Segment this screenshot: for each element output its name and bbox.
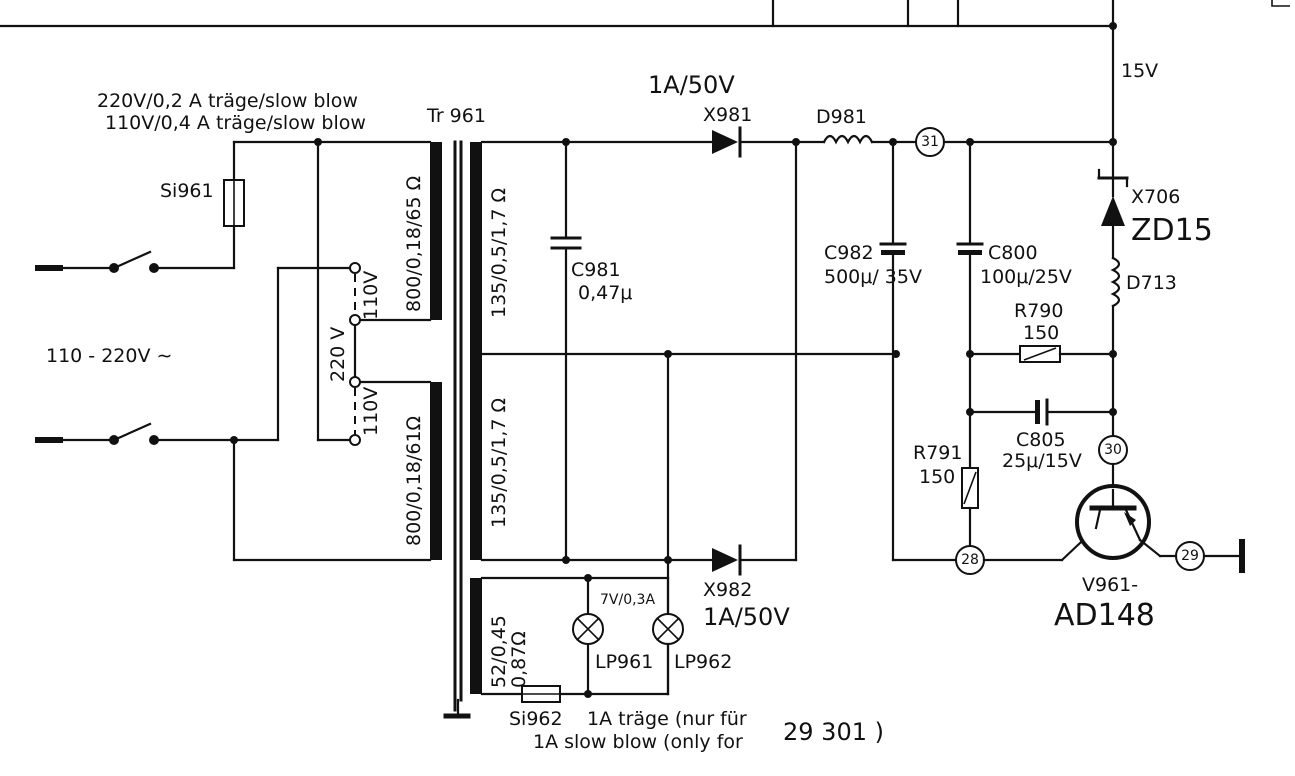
lamp-circuit: [480, 574, 670, 703]
primary-bottom-winding-label: 800/0,18/61Ω: [403, 416, 425, 546]
capacitor-c982: [879, 140, 958, 562]
zener-ref: X706: [1131, 186, 1180, 208]
fuse-si961-ref: Si961: [160, 180, 214, 202]
node-28-label: 28: [961, 552, 979, 568]
aux-winding-label-2: 0,87Ω: [508, 631, 530, 688]
fuse-si961-rating-220: 220V/0,2 A träge/slow blow: [97, 90, 358, 112]
mains-input-label: 110 - 220V ∼: [46, 345, 172, 367]
capacitor-c805-value: 25μ/15V: [1002, 450, 1082, 472]
fuse-si962-ref: Si962: [509, 708, 563, 730]
secondary-wiring: [480, 138, 900, 696]
diode-x982-rating: 1A/50V: [703, 603, 790, 631]
inductor-d981-ref: D981: [816, 106, 867, 128]
resistor-r791-ref: R791: [913, 442, 962, 464]
diode-x981-ref: X981: [703, 104, 752, 126]
capacitor-c981-value: 0,47μ: [578, 282, 632, 304]
primary-wiring: [232, 140, 432, 562]
fuse-si962-rating-1: 1A träge (nur für: [587, 708, 747, 730]
selector-110-bottom: 110V: [360, 387, 382, 436]
top-bus: [0, 0, 1290, 144]
mains-switch-bottom: [35, 422, 280, 445]
secondary-top-winding-label: 135/0,5/1,7 Ω: [488, 188, 510, 318]
diode-x982: [712, 544, 798, 576]
capacitor-c805-ref: C805: [1016, 429, 1066, 451]
selector-220: 220 V: [327, 327, 349, 382]
aux-winding-label-1: 52/0,45: [488, 615, 510, 688]
node-29-label: 29: [1181, 548, 1199, 564]
node-28: 28: [955, 526, 1098, 575]
capacitor-c982-ref: C982: [824, 242, 874, 264]
zener-x706: [1097, 140, 1129, 260]
resistor-r790-value: 150: [1023, 322, 1059, 344]
node-31-label: 31: [921, 134, 939, 150]
selector-110-top: 110V: [360, 271, 382, 320]
node-30-label: 30: [1104, 442, 1122, 458]
transistor-type: AD148: [1054, 598, 1155, 633]
inductor-d713: [1110, 256, 1121, 438]
fuse-si962-model: 29 301 ): [783, 718, 884, 746]
fuse-si961-rating-110: 110V/0,4 A träge/slow blow: [105, 112, 366, 134]
lamp-lp962: [652, 613, 684, 696]
resistor-r791-value: 150: [919, 466, 955, 488]
primary-top-winding-label: 800/0,18/65 Ω: [403, 176, 425, 312]
secondary-bottom-winding-label: 135/0,5/1,7 Ω: [488, 398, 510, 528]
fuse-si962-rating-2: 1A slow blow (only for: [533, 731, 743, 753]
inductor-d981: [822, 134, 918, 146]
resistor-r790: [968, 345, 1117, 363]
zener-type: ZD15: [1131, 213, 1213, 248]
diode-x982-ref: X982: [703, 579, 752, 601]
transformer-tr961: [430, 140, 482, 719]
transistor-ref: V961-: [1082, 574, 1138, 596]
node-29: 29: [1158, 539, 1245, 573]
capacitor-c982-value: 500μ/ 35V: [824, 266, 922, 288]
diode-x981: [712, 126, 826, 562]
rail-voltage-label: 15V: [1121, 60, 1158, 82]
diode-x981-rating: 1A/50V: [648, 71, 735, 99]
lamp-lp961-ref: LP961: [595, 651, 653, 673]
transformer-ref: Tr 961: [426, 105, 486, 127]
resistor-r790-ref: R790: [1014, 300, 1063, 322]
node-31: 31: [915, 127, 1117, 157]
capacitor-c981-ref: C981: [571, 259, 621, 281]
node-30: 30: [1098, 435, 1128, 492]
fuse-si961: [223, 138, 432, 270]
capacitor-c805: [968, 398, 1117, 426]
capacitor-c800: [956, 140, 984, 470]
lamp-lp961: [572, 613, 604, 645]
lamp-rating: 7V/0,3A: [600, 592, 655, 608]
lamp-lp962-ref: LP962: [674, 651, 732, 673]
transistor-v961: [1075, 484, 1162, 560]
capacitor-c800-value: 100μ/25V: [980, 266, 1072, 288]
resistor-r791: [961, 467, 979, 548]
capacitor-c800-ref: C800: [988, 242, 1038, 264]
inductor-d713-ref: D713: [1126, 272, 1177, 294]
mains-switch-top: [35, 250, 236, 273]
